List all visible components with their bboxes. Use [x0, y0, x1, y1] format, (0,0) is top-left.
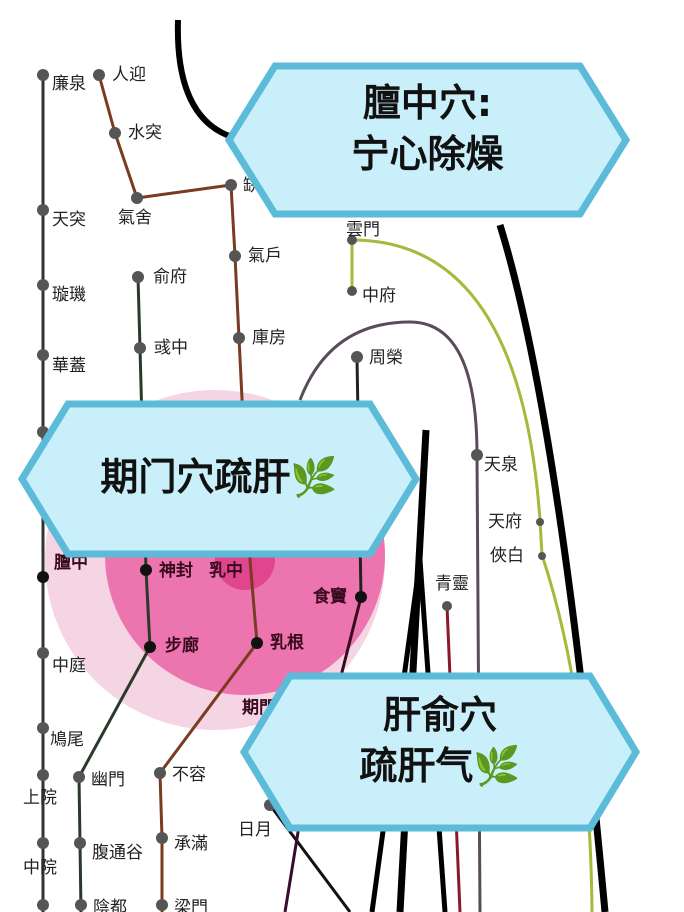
heavy-line-top — [174, 19, 236, 141]
point-label: 俞府 — [153, 267, 187, 287]
liver-line — [283, 819, 302, 912]
heavy-line-center — [396, 429, 430, 912]
point-label: 璇璣 — [52, 285, 86, 305]
point-label: 梁門 — [174, 898, 208, 912]
point-label: 中庭 — [52, 656, 86, 676]
point-label: 天泉 — [484, 455, 518, 475]
point-label: 中院 — [23, 858, 57, 878]
point-label: 青靈 — [435, 574, 469, 594]
banner-title: 肝俞穴疏肝气🌿 — [359, 693, 521, 789]
spleen-meridian-lower — [338, 596, 363, 681]
point-label: 承滿 — [174, 834, 208, 854]
point-label: 神封 — [159, 561, 193, 581]
point-label: 不容 — [172, 765, 206, 785]
point-label: 幽門 — [91, 770, 125, 790]
point-label: 上院 — [23, 788, 57, 808]
point-label: 膻中 — [54, 553, 88, 573]
point-label: 日月 — [238, 820, 272, 840]
point-label: 天突 — [52, 210, 86, 230]
point-label: 乳根 — [270, 633, 304, 653]
point-label: 水突 — [128, 123, 162, 143]
point-label: 中府 — [362, 286, 396, 306]
point-label: 庫房 — [252, 328, 286, 348]
banner-title: 期门穴疏肝🌿 — [100, 455, 338, 499]
point-label: 鳩尾 — [50, 730, 84, 750]
point-label: 陰都 — [93, 898, 127, 912]
point-label: 彧中 — [154, 338, 188, 358]
point-label: 氣舍 — [118, 208, 152, 228]
point-label: 天府 — [488, 512, 522, 532]
banner-qimen: 期门穴疏肝🌿 — [18, 400, 420, 558]
point-label: 氣戶 — [248, 246, 282, 266]
point-label: 廉泉 — [52, 74, 86, 94]
point-label: 俠白 — [490, 546, 524, 566]
point-label: 華蓋 — [52, 356, 86, 376]
banner-title: 膻中穴:宁心除燥 — [351, 81, 504, 177]
banner-danzhong: 膻中穴:宁心除燥 — [225, 62, 630, 218]
point-label: 食竇 — [313, 587, 347, 607]
banner-ganshu: 肝俞穴疏肝气🌿 — [240, 672, 640, 832]
point-label: 步廊 — [165, 636, 199, 656]
pericardium-meridian — [298, 320, 482, 912]
point-label: 周榮 — [369, 348, 403, 368]
point-label: 腹通谷 — [92, 843, 143, 863]
point-label: 人迎 — [112, 65, 146, 85]
point-label: 乳中 — [209, 561, 243, 581]
point-label: 雲門 — [346, 220, 380, 240]
acupoint-nodes — [37, 69, 546, 911]
